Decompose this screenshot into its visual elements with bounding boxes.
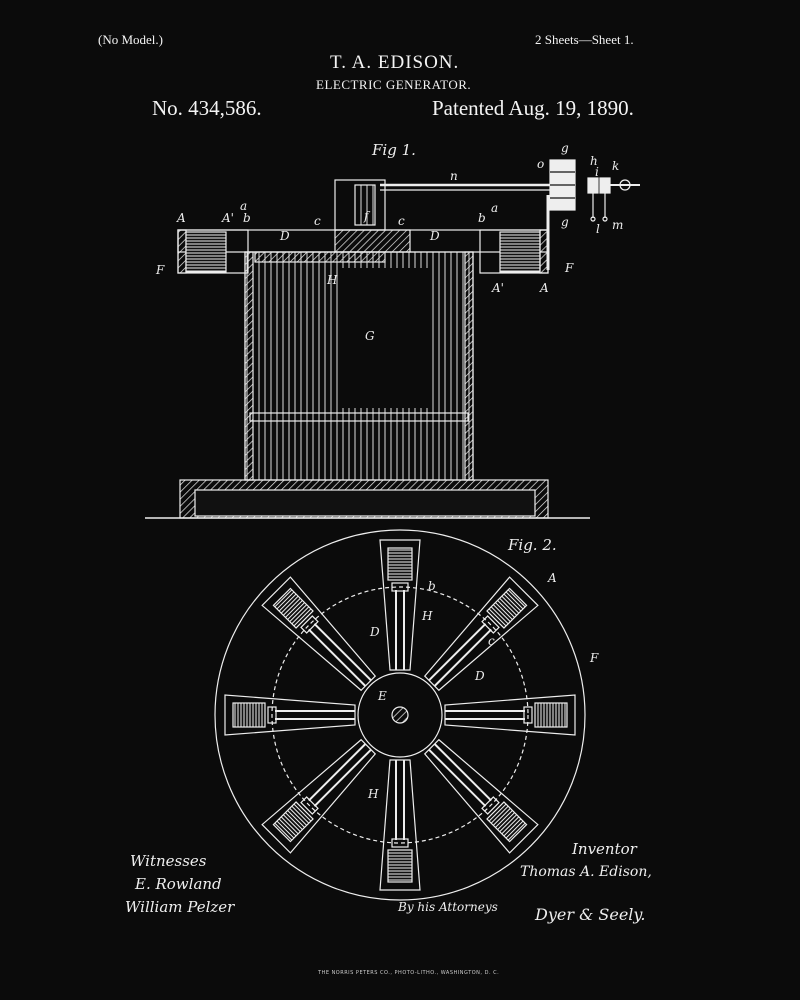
svg-text:a: a [240, 199, 247, 213]
svg-text:H: H [326, 273, 338, 287]
model-note: (No Model.) [98, 32, 163, 47]
svg-text:A: A [176, 211, 186, 225]
fig2-caption: Fig. 2. [507, 536, 557, 554]
figure-2-drawing: Fig. 2. A b H D D [214, 529, 599, 901]
svg-text:b: b [243, 211, 251, 225]
svg-text:i: i [595, 165, 599, 179]
svg-text:H: H [367, 787, 379, 801]
patent-number: No. 434,586. [152, 96, 262, 120]
svg-text:G: G [365, 329, 375, 343]
attorneys-signature: Dyer & Seely. [535, 905, 646, 924]
svg-text:f: f [363, 209, 371, 223]
witness-signature-1: E. Rowland [135, 875, 222, 893]
svg-text:A: A [547, 571, 557, 585]
svg-text:m: m [612, 218, 623, 232]
svg-text:H: H [421, 609, 433, 623]
witnesses-heading: Witnesses [130, 852, 207, 870]
svg-text:k: k [612, 159, 619, 173]
svg-text:F: F [155, 263, 165, 277]
svg-text:n: n [450, 169, 458, 183]
svg-text:F: F [564, 261, 574, 275]
svg-text:A': A' [221, 211, 234, 225]
svg-text:c: c [488, 634, 495, 648]
svg-text:F: F [589, 651, 599, 665]
svg-text:b: b [478, 211, 486, 225]
invention-title: ELECTRIC GENERATOR. [316, 77, 472, 92]
svg-text:g: g [561, 215, 569, 229]
svg-text:b: b [428, 579, 436, 593]
lithographer-imprint: THE NORRIS PETERS CO., PHOTO-LITHO., WAS… [318, 970, 500, 976]
inventor-heading: Inventor [572, 840, 637, 858]
svg-text:E: E [377, 689, 387, 703]
svg-text:D: D [474, 669, 485, 683]
inventor-signature: Thomas A. Edison, [520, 864, 652, 880]
inventor-name: T. A. EDISON. [330, 52, 460, 73]
attorneys-line: By his Attorneys [398, 900, 498, 914]
svg-text:A': A' [491, 281, 504, 295]
witness-signature-2: William Pelzer [125, 898, 235, 916]
svg-text:D: D [369, 625, 380, 639]
svg-text:a: a [491, 201, 498, 215]
svg-text:h: h [590, 154, 598, 168]
svg-text:c: c [314, 214, 321, 228]
svg-text:D: D [429, 229, 440, 243]
fig1-caption: Fig 1. [371, 141, 416, 159]
svg-text:A: A [539, 281, 549, 295]
patent-date: Patented Aug. 19, 1890. [432, 96, 634, 120]
sheet-count: 2 Sheets—Sheet 1. [535, 32, 634, 47]
svg-text:g: g [561, 141, 569, 155]
svg-text:D: D [279, 229, 290, 243]
svg-text:c: c [398, 214, 405, 228]
svg-text:l: l [596, 222, 600, 236]
svg-text:o: o [537, 157, 544, 171]
